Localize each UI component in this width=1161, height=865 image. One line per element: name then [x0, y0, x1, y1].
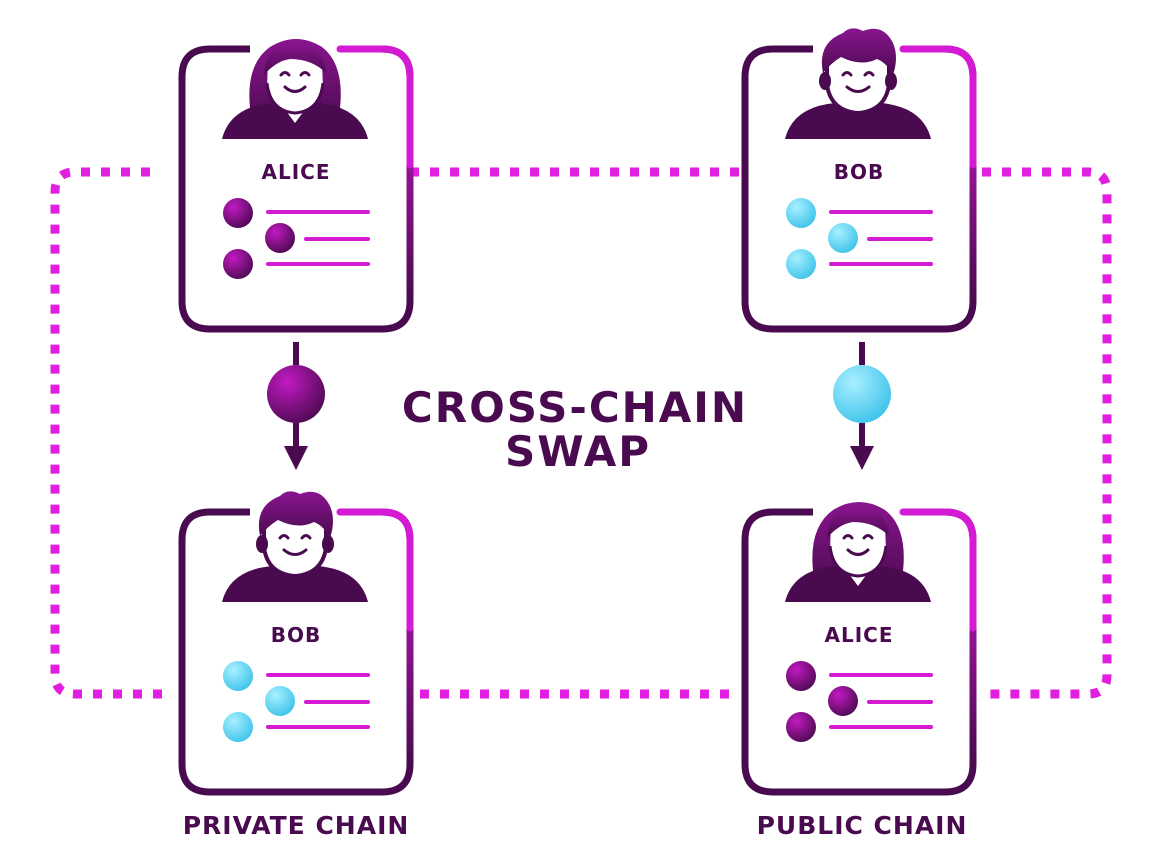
card-name-label: BOB — [271, 623, 322, 647]
female-avatar-icon — [785, 502, 931, 602]
cyan-token-icon — [265, 686, 295, 716]
card-bob-bottom: BOB — [178, 491, 414, 796]
card-name-label: BOB — [834, 160, 885, 184]
transfer-arrow-left — [267, 342, 325, 470]
transfer-arrow-right — [833, 342, 891, 470]
card-alice-top: ALICE — [178, 39, 414, 333]
diagram-title-line1: CROSS-CHAIN — [402, 383, 748, 432]
token-list — [223, 661, 370, 742]
private-chain-label: PRIVATE CHAIN — [183, 811, 410, 840]
purple-token-icon — [223, 249, 253, 279]
token-list — [786, 198, 933, 279]
token-list — [786, 661, 933, 742]
female-avatar-icon — [222, 39, 368, 139]
card-alice-bottom: ALICE — [741, 502, 977, 796]
purple-token-icon — [828, 686, 858, 716]
diagram-title-line2: SWAP — [505, 427, 651, 476]
purple-token-icon — [786, 712, 816, 742]
male-avatar-icon — [222, 491, 368, 602]
male-avatar-icon — [785, 28, 931, 139]
purple-token-icon — [267, 365, 325, 423]
cyan-token-icon — [786, 198, 816, 228]
cyan-token-icon — [828, 223, 858, 253]
public-chain-label: PUBLIC CHAIN — [757, 811, 968, 840]
card-name-label: ALICE — [261, 160, 330, 184]
cyan-token-icon — [223, 661, 253, 691]
card-name-label: ALICE — [824, 623, 893, 647]
card-bob-top: BOB — [741, 28, 977, 333]
purple-token-icon — [223, 198, 253, 228]
purple-token-icon — [265, 223, 295, 253]
dotted-swap-loop — [50, 167, 1112, 699]
purple-token-icon — [786, 661, 816, 691]
cyan-token-icon — [833, 365, 891, 423]
token-list — [223, 198, 370, 279]
cyan-token-icon — [786, 249, 816, 279]
cyan-token-icon — [223, 712, 253, 742]
